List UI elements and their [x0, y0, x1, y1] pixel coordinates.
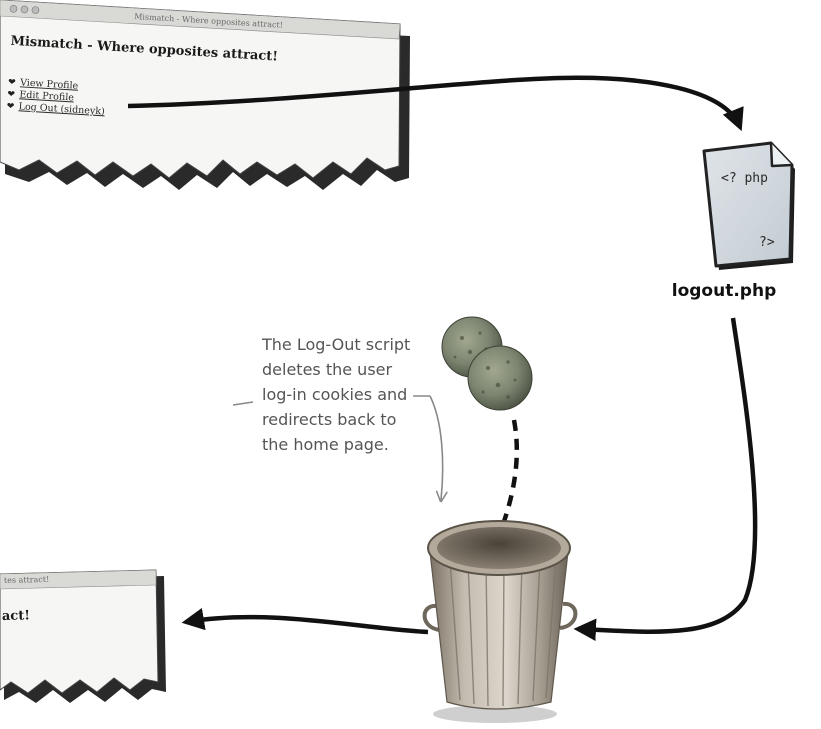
flow-arrow-to-trash — [578, 318, 755, 632]
script-filename-label: logout.php — [672, 281, 776, 301]
annotation-pointer-arrow — [430, 396, 443, 500]
php-script-icon: <? php ?> — [704, 143, 795, 270]
annotation-note: The Log-Out script deletes the user log-… — [261, 335, 410, 454]
heart-bullet-icon: ❤ — [6, 102, 15, 112]
heart-bullet-icon: ❤ — [7, 90, 16, 100]
annotation-line: The Log-Out script — [261, 335, 410, 354]
cookie-icon — [468, 346, 532, 410]
trash-can-opening — [437, 527, 561, 569]
heart-bullet-icon: ❤ — [8, 78, 17, 88]
trash-can — [425, 521, 576, 723]
window-controls[interactable] — [10, 5, 39, 14]
zoom-window-icon[interactable] — [32, 6, 39, 13]
annotation-leader-left — [233, 402, 253, 405]
redirect-arrow-to-home — [186, 617, 428, 632]
login-cookies — [442, 317, 532, 410]
close-window-icon[interactable] — [10, 5, 17, 12]
minimize-window-icon[interactable] — [21, 6, 28, 13]
php-open-tag: <? php — [721, 171, 768, 186]
php-file-fold-icon — [771, 143, 792, 166]
annotation-line: the home page. — [262, 435, 389, 454]
annotation-line: log-in cookies and — [262, 385, 407, 404]
php-close-tag: ?> — [759, 235, 775, 250]
annotation-line: redirects back to — [262, 410, 396, 429]
bottom-window-title: tes attract! — [4, 575, 50, 585]
bottom-browser-window: tes attract! act! — [0, 570, 166, 703]
bottom-page-heading: act! — [2, 608, 30, 624]
annotation-line: deletes the user — [262, 360, 392, 379]
